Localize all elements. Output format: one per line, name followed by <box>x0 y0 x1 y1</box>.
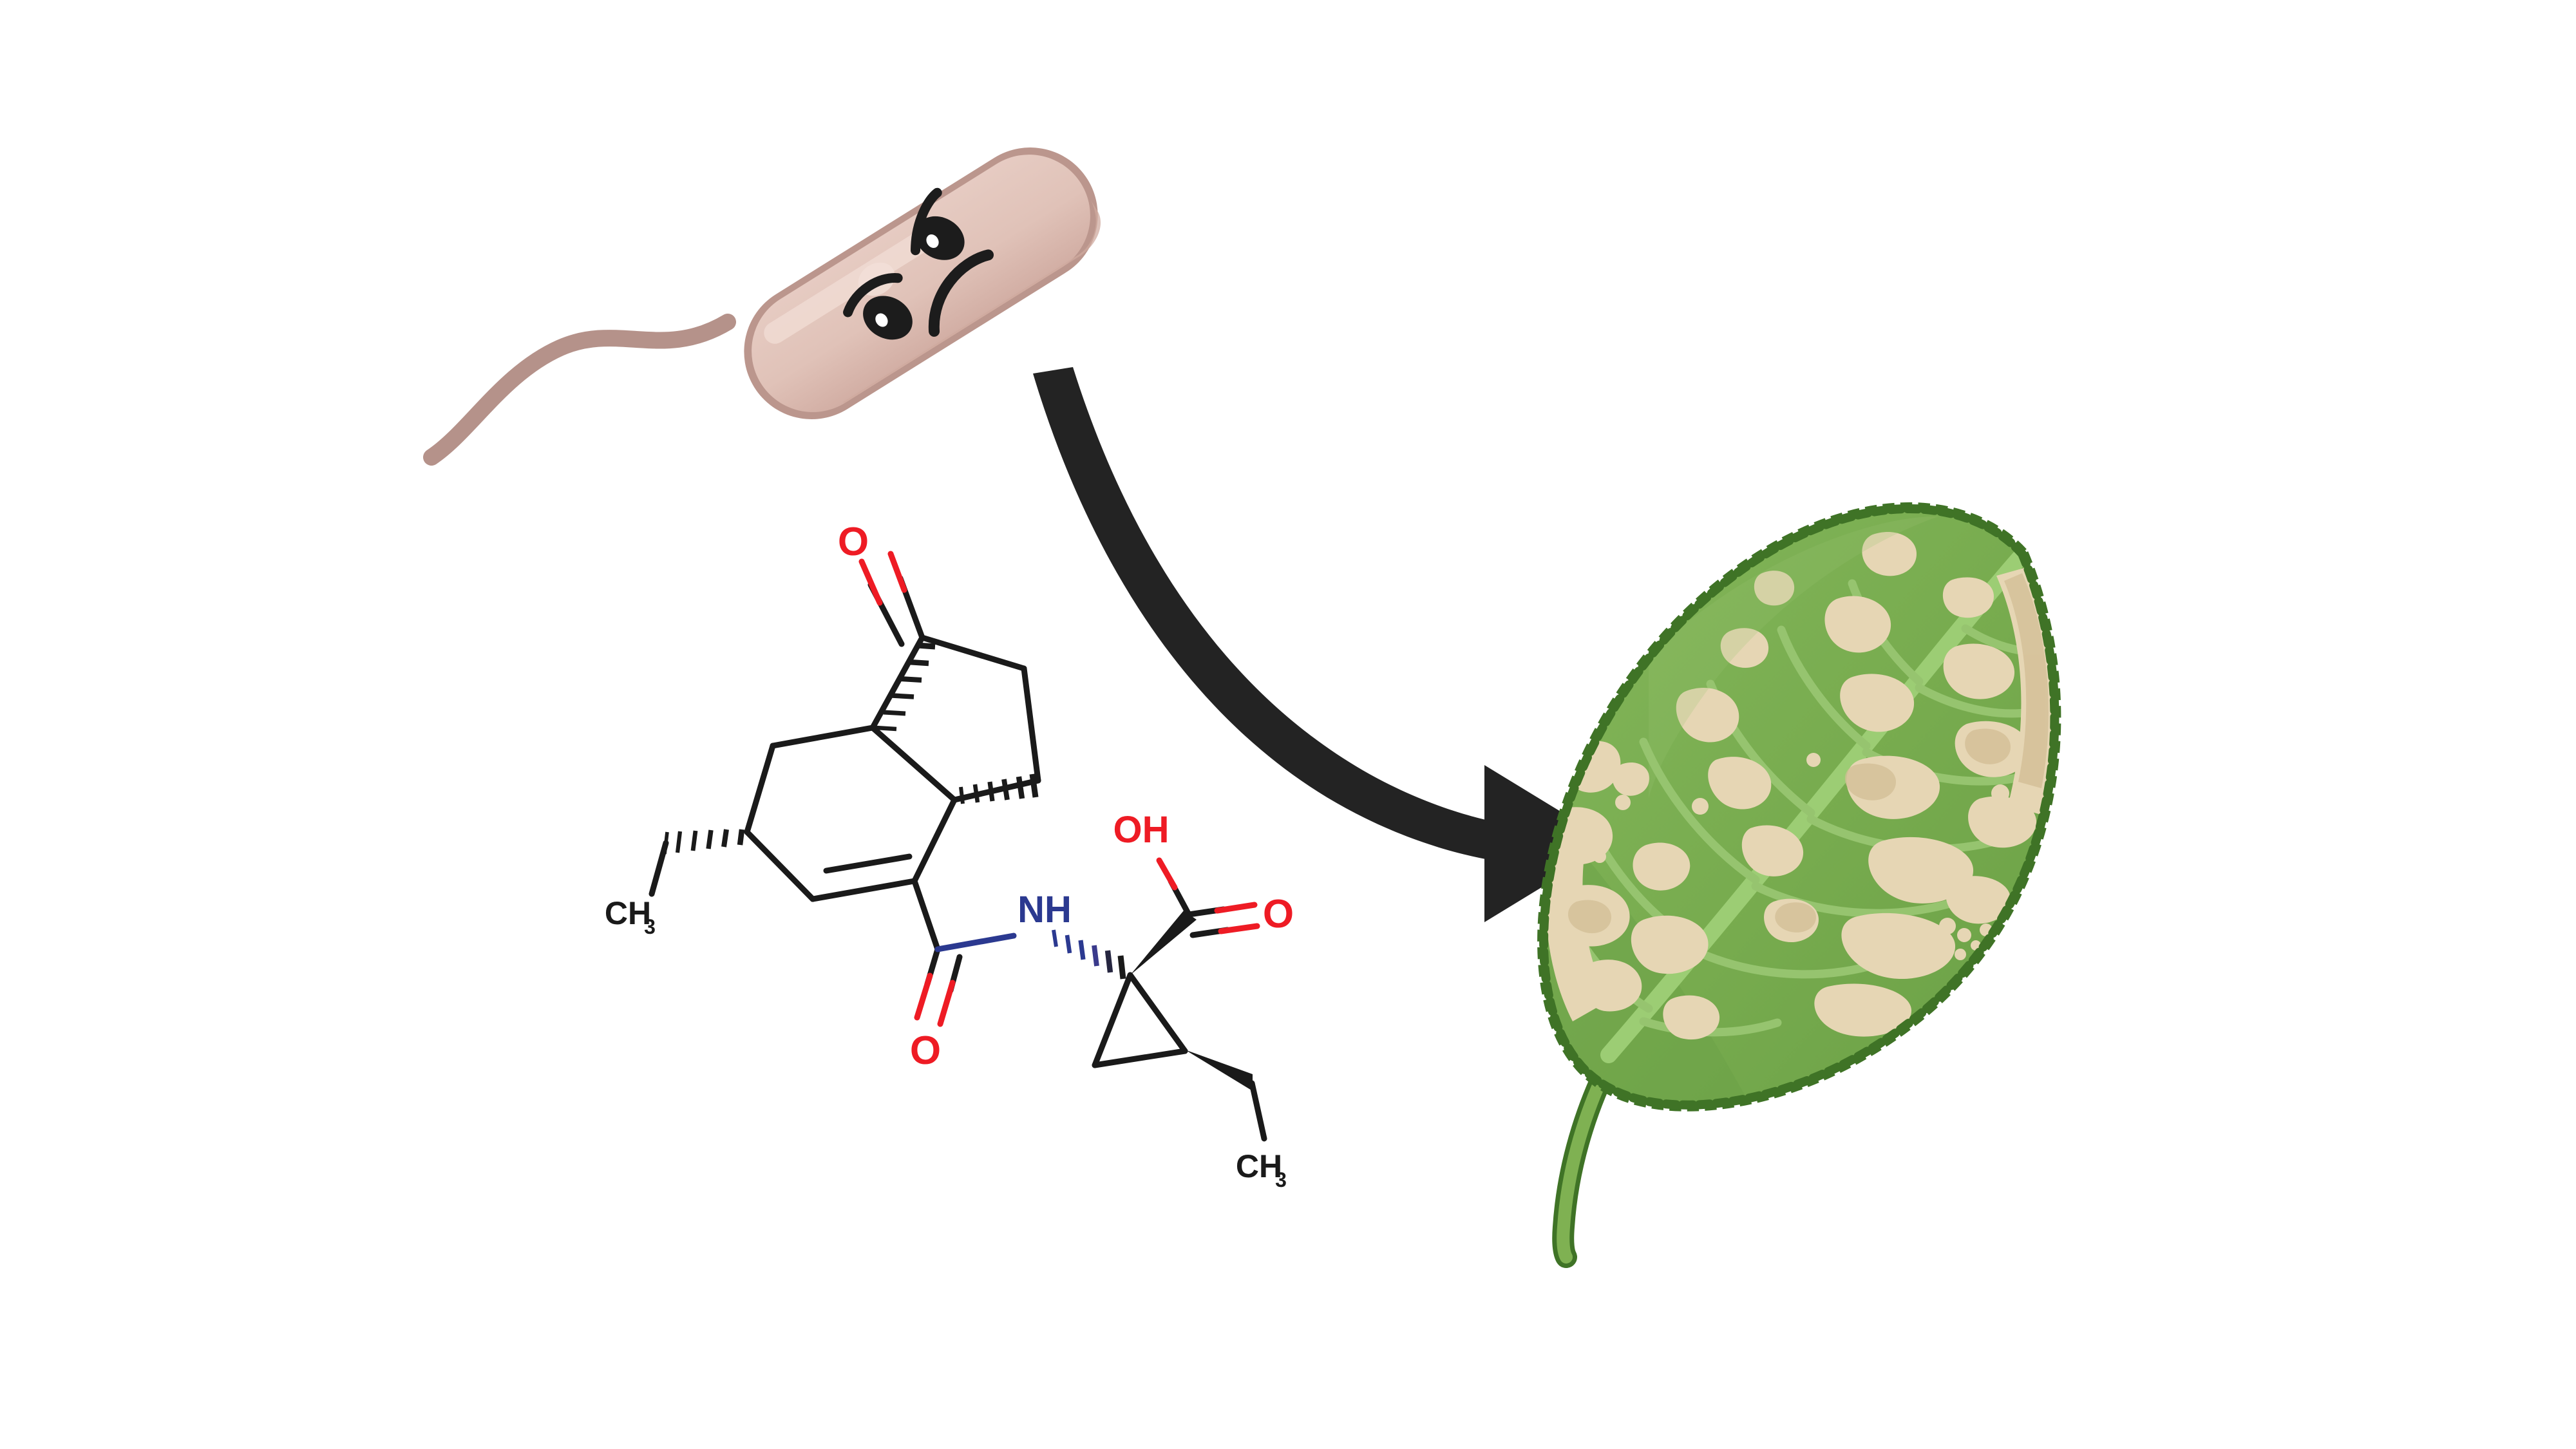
label-cyclopropane-methyl: CH 3 <box>1236 1148 1287 1191</box>
label-hydroxyl: OH <box>1113 809 1170 851</box>
eye-left-icon <box>863 296 913 340</box>
bond-ketone-a-red <box>887 551 907 593</box>
bond-c3-c4 <box>951 777 1041 803</box>
stereobond-wedge-cp-methyl <box>1185 1050 1253 1091</box>
svg-text:CH: CH <box>605 895 651 931</box>
bond-cp-1 <box>1092 972 1133 1068</box>
eye-right-highlight-icon <box>926 234 939 248</box>
diseased-leaf <box>1537 502 2061 1268</box>
stereobond-wedge-cooh <box>1130 911 1197 975</box>
bond-cp-methyl-chain <box>1249 1080 1267 1142</box>
bond-h3 <box>744 829 816 902</box>
label-amide-nitrogen: NH <box>1018 889 1072 931</box>
bond-ring-to-carbonyl <box>911 878 941 952</box>
bacterium-face <box>843 187 994 340</box>
leaf-blade-edge <box>1539 504 2060 1110</box>
bacterium-body <box>752 155 1090 412</box>
bond-ketone-b-red <box>858 558 883 606</box>
arrow-shaft <box>1033 367 1501 862</box>
bond-h4 <box>810 878 918 902</box>
bond-h5 <box>911 797 958 884</box>
eye-right-icon <box>914 216 965 260</box>
bond-alkene-inner <box>823 853 913 874</box>
svg-text:CH: CH <box>1236 1148 1282 1184</box>
bond-cp-2 <box>1092 1048 1188 1068</box>
eye-left-highlight-icon <box>875 313 888 327</box>
label-ketone-oxygen: O <box>838 520 869 564</box>
arrow-head-icon <box>1484 765 1613 922</box>
leaf-sheen <box>1649 516 1938 799</box>
bond-c2-c3 <box>1021 665 1041 784</box>
bond-h2 <box>744 743 776 835</box>
bond-amide-co-a-red <box>914 972 933 1021</box>
svg-text:3: 3 <box>644 915 656 938</box>
bond-amide-co-b-red <box>937 980 956 1027</box>
bond-ring-fusion-top <box>869 634 925 731</box>
eyebrow-right-icon <box>911 187 942 256</box>
bond-c1-c2 <box>919 634 1027 672</box>
bond-h1 <box>770 724 876 749</box>
bacterium-highlight <box>764 224 942 344</box>
label-left-methyl: CH 3 <box>605 895 656 938</box>
stereobond-hash-fusion <box>959 773 1039 804</box>
leaf-lesion-shadows <box>1567 573 2049 934</box>
label-amide-oxygen: O <box>910 1028 941 1073</box>
bacterium <box>423 147 1101 466</box>
bond-carbonyl-to-n <box>934 933 1017 952</box>
bond-acid-co-a-red <box>1214 902 1258 914</box>
eyebrow-left-icon <box>843 273 903 317</box>
bond-acid-co-b-red <box>1218 923 1260 934</box>
label-carboxyl-oxygen: O <box>1263 892 1294 936</box>
bond-left-methyl-chain <box>649 840 669 897</box>
stereobond-hash-top <box>875 642 936 732</box>
phytotoxin-structure: O CH 3 NH O OH O CH 3 <box>605 520 1294 1191</box>
causation-arrow <box>1033 367 1613 922</box>
bond-cp-3 <box>1127 972 1188 1054</box>
stereobond-hash-n <box>1052 929 1126 980</box>
mouth-frown-icon <box>928 249 994 337</box>
svg-text:3: 3 <box>1275 1168 1287 1191</box>
flagellum <box>423 314 736 466</box>
stereobond-hash-left-methyl <box>663 829 745 855</box>
bond-ring-fusion-bot <box>869 724 958 803</box>
bond-c-oh-red <box>1156 857 1178 891</box>
